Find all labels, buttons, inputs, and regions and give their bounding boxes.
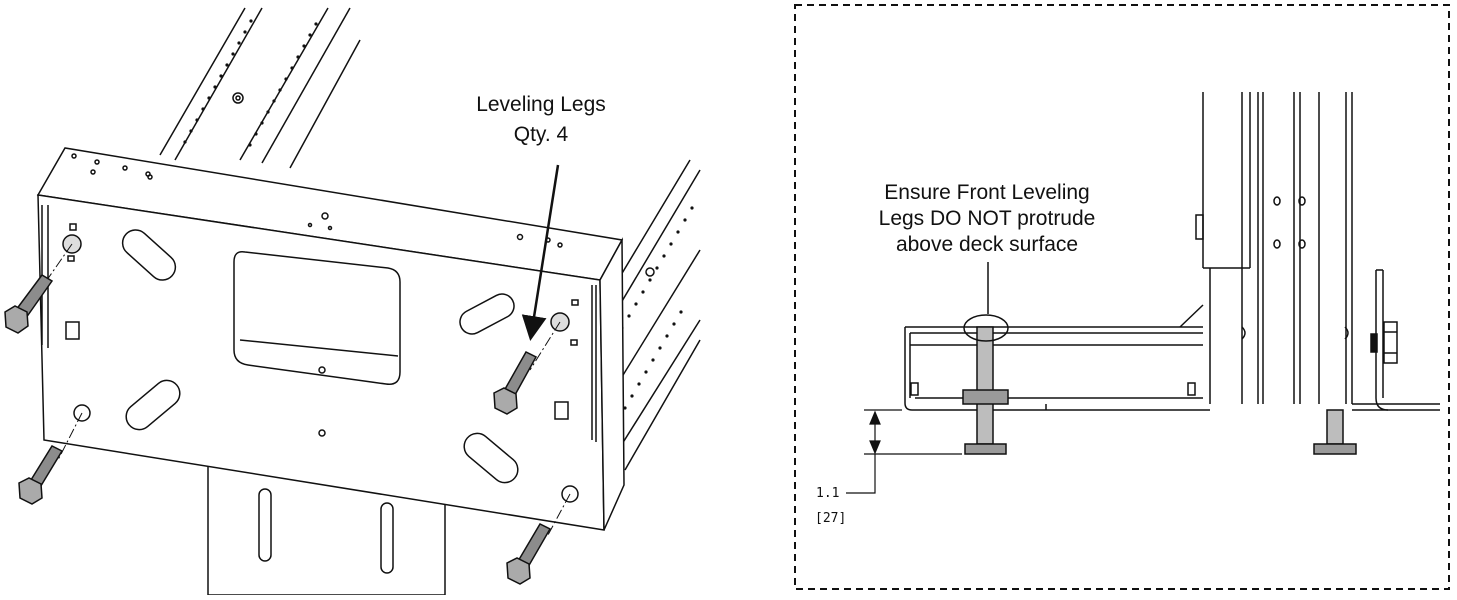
callout-leveling-legs: Leveling Legs	[476, 93, 606, 116]
note-line-1: Ensure Front Leveling	[884, 181, 1089, 204]
side-bracket	[1352, 269, 1440, 411]
upright-column	[1195, 92, 1353, 404]
rear-leveling-leg	[1313, 409, 1357, 455]
detail-frame	[794, 4, 1450, 590]
back-rail	[159, 7, 361, 169]
dimension-millimeters: [27]	[815, 511, 846, 526]
mounting-bracket	[36, 147, 625, 531]
dimension-inches: 1.1	[816, 486, 839, 501]
rail-hole-row	[183, 19, 318, 147]
note-line-3: above deck surface	[896, 233, 1078, 256]
mounting-slots	[121, 229, 519, 484]
callout-quantity: Qty. 4	[514, 123, 569, 146]
right-section-view	[846, 92, 1440, 494]
left-isometric-view	[4, 7, 701, 596]
front-leveling-leg	[962, 314, 1009, 455]
flange-holes	[71, 153, 563, 248]
leveling-bolt	[506, 523, 552, 585]
height-dimension	[846, 409, 962, 494]
deck-channel	[904, 304, 1210, 411]
leveling-bolt	[493, 351, 538, 415]
note-line-2: Legs DO NOT protrude	[879, 207, 1096, 230]
leveling-bolt	[18, 445, 64, 505]
callout-arrow	[521, 164, 560, 341]
leveling-bolt	[4, 274, 54, 334]
